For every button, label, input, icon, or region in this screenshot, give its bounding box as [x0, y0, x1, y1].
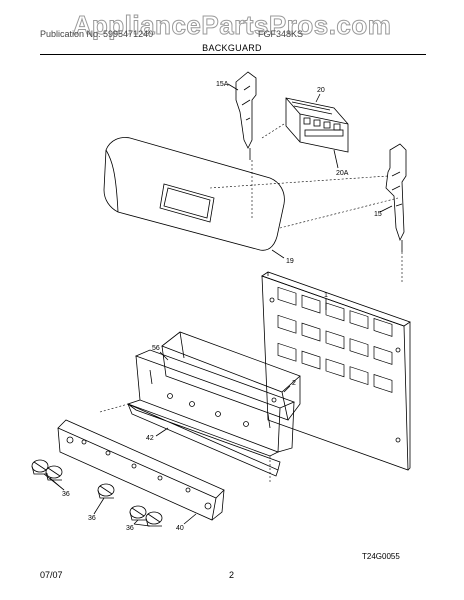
callout-56: 56: [152, 345, 160, 352]
callout-20: 20: [317, 87, 325, 94]
knob-2: [45, 465, 63, 481]
page-number: 2: [229, 570, 235, 580]
callout-15a: 15A: [216, 81, 229, 88]
part-19-backguard-panel: [103, 137, 285, 251]
section-title: BACKGUARD: [202, 43, 262, 53]
part-42-trim: [127, 403, 281, 477]
part-36-knobs: [31, 459, 163, 527]
knob-5: [145, 511, 163, 527]
part-15a-bracket: [235, 71, 257, 160]
part-40-manifold-panel: [57, 419, 225, 521]
callout-42: 42: [146, 435, 154, 442]
assembly-guide-lines: [209, 123, 403, 282]
callout-19: 19: [286, 258, 294, 265]
callout-36-middle: 36: [88, 515, 96, 522]
part-56-shield: [161, 331, 301, 421]
publication-number: Publication No. 5995471240: [40, 29, 154, 39]
knob-3: [97, 483, 115, 499]
watermark: AppliancePartsPros.com: [72, 10, 392, 41]
callout-20a: 20A: [336, 170, 349, 177]
part-15-bracket: [385, 143, 407, 252]
part-20-control-board: [285, 97, 349, 153]
part-2-control-panel: [126, 349, 296, 457]
diagram-reference: T24G0055: [362, 552, 400, 561]
callout-2: 2: [292, 380, 296, 387]
knob-1: [31, 459, 49, 475]
lower-guide-lines: [99, 403, 271, 482]
callout-15: 15: [374, 211, 382, 218]
callout-1: 1: [324, 292, 328, 299]
callout-36-left: 36: [62, 491, 70, 498]
callout-36-right: 36: [126, 525, 134, 532]
callout-40: 40: [176, 525, 184, 532]
part-1-rear-panel: [261, 271, 411, 471]
footer-date: 07/07: [40, 570, 63, 580]
model-number: FGF348KS: [258, 29, 304, 39]
knob-4: [129, 505, 147, 521]
header-divider: [40, 54, 426, 55]
